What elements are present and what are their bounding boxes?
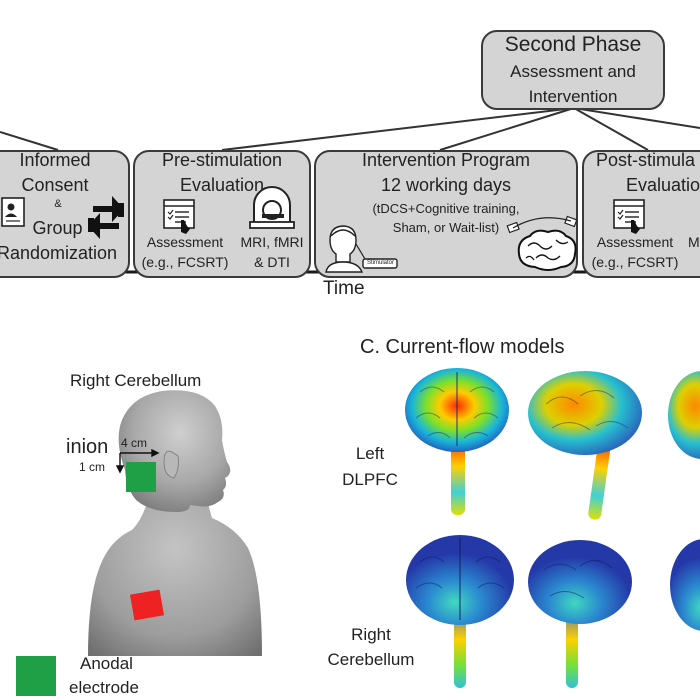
distance-1cm-label: 1 cm (79, 460, 106, 474)
second-phase-title: Second Phase (504, 33, 642, 56)
pre-mri-line-1: MRI, fMRI (240, 234, 304, 250)
pre-line-2: Evaluation (179, 175, 265, 195)
consent-line-2: Consent (21, 175, 89, 195)
brain-model-cerebellum-back (406, 535, 514, 688)
model-row-2-line-2: Cerebellum (327, 650, 415, 669)
model-row-2-line-1: Right (351, 625, 391, 644)
intervention-line-4: Sham, or Wait-list) (392, 220, 500, 235)
intervention-line-3: (tDCS+Cognitive training, (372, 201, 520, 216)
montage-title: Right Cerebellum (70, 371, 202, 390)
pre-assessment-line-2: (e.g., FCSRT) (141, 254, 229, 270)
brain-model-cerebellum-third (670, 539, 700, 631)
intervention-line-1: Intervention Program (361, 150, 531, 170)
pre-mri-line-2: & DTI (254, 254, 290, 270)
time-label: Time (323, 278, 365, 299)
consent-line-3: Group (32, 218, 83, 238)
brain-model-dlpfc-side (528, 371, 642, 520)
post-assessment-line-1: Assessment (596, 234, 674, 250)
legend-anodal-line-2: electrode (69, 678, 139, 697)
brain-model-dlpfc-front (405, 368, 509, 515)
inion-label: inion (66, 436, 109, 458)
brain-model-dlpfc-third (668, 371, 700, 459)
post-mri-partial: M (688, 234, 700, 250)
consent-line-1: Informed (19, 150, 91, 170)
post-line-2: Evaluatio (626, 175, 700, 195)
model-row-1-line-1: Left (355, 444, 385, 463)
second-phase-box (481, 30, 665, 110)
pre-assessment-line-1: Assessment (146, 234, 224, 250)
consent-line-4: Randomization (0, 243, 118, 263)
second-phase-subtitle-2: Intervention (528, 87, 618, 106)
stimulator-label: Stimulator (367, 260, 395, 266)
intervention-line-2: 12 working days (380, 175, 512, 195)
brain-model-cerebellum-side (528, 540, 632, 688)
post-assessment-line-2: (e.g., FCSRT) (591, 254, 679, 270)
panel-c-title: C. Current-flow models (360, 336, 565, 358)
post-line-1: Post-stimula (596, 150, 696, 170)
pre-line-1: Pre-stimulation (161, 150, 283, 170)
legend-anodal-line-1: Anodal (80, 654, 133, 673)
second-phase-subtitle-1: Assessment and (510, 62, 636, 81)
consent-amp: & (54, 198, 62, 210)
intervention-box (314, 150, 578, 278)
distance-4cm-label: 4 cm (121, 436, 148, 450)
model-row-1-line-2: DLPFC (342, 470, 398, 489)
